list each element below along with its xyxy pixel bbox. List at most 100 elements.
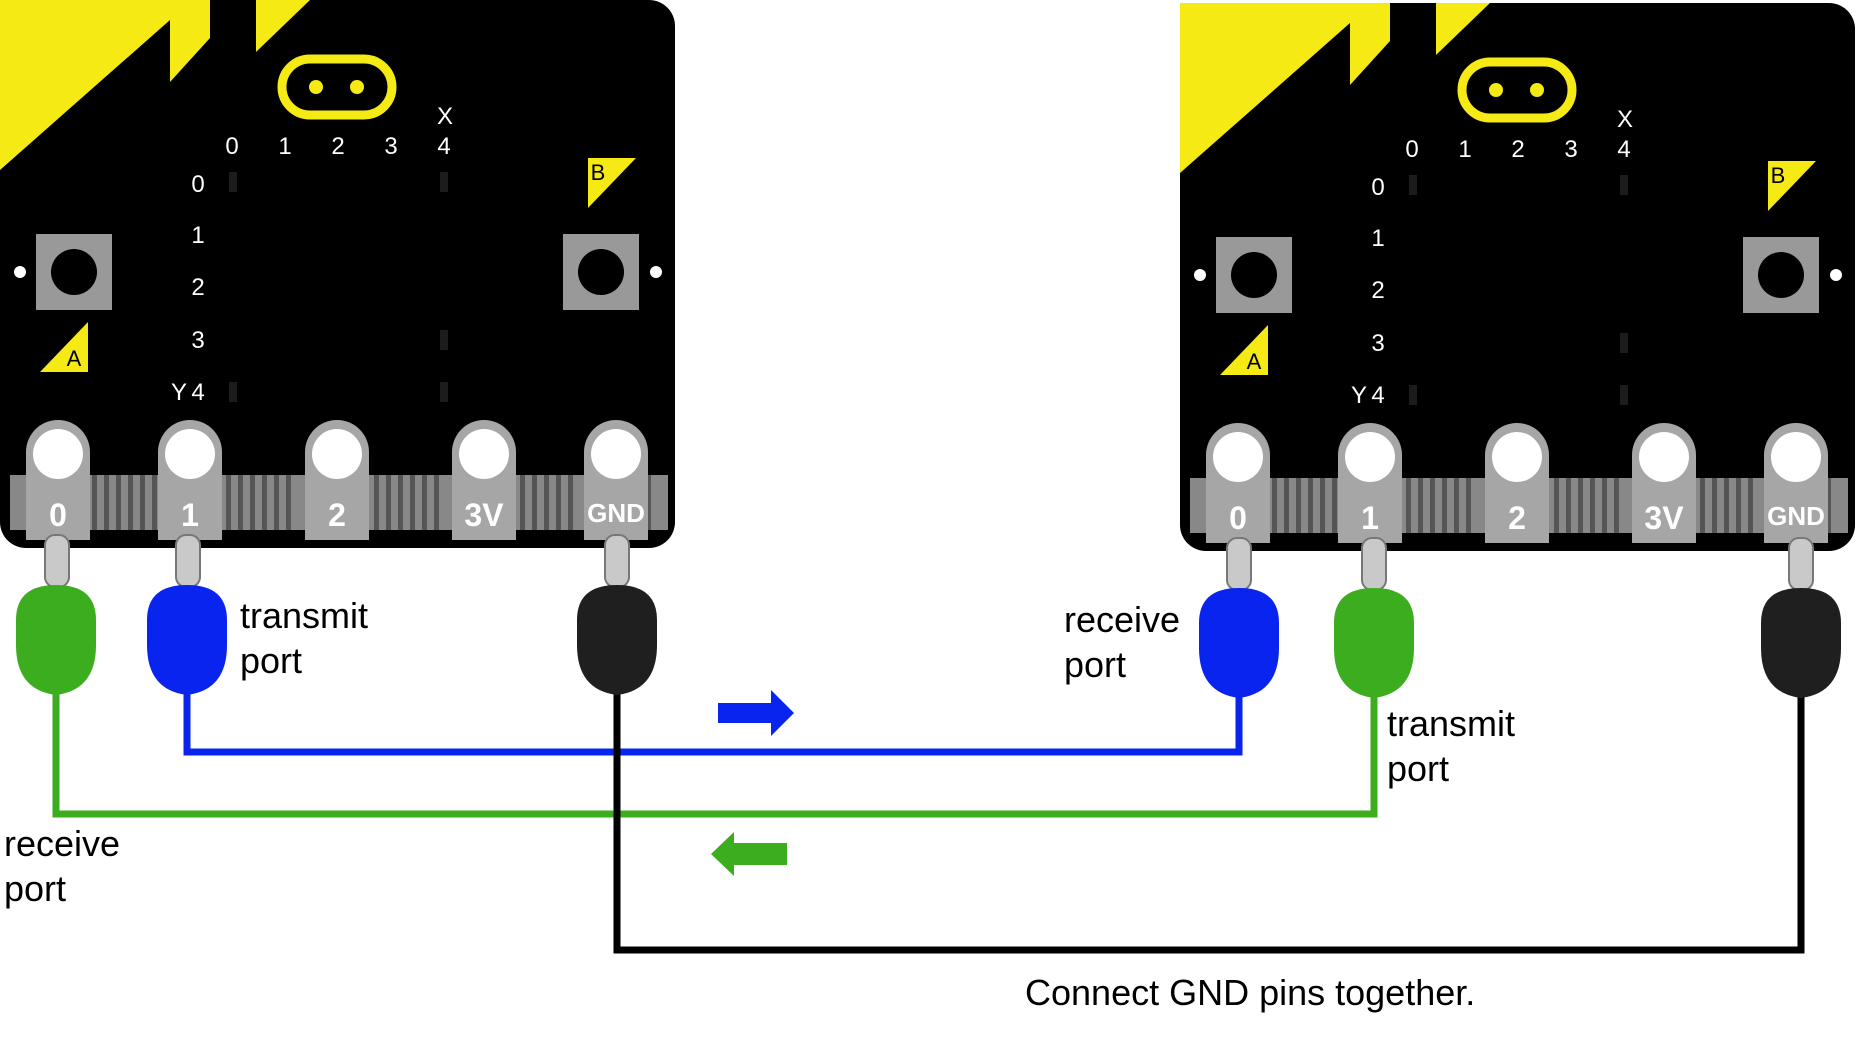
grid-axis-x: X xyxy=(437,103,453,130)
button-b-cap[interactable] xyxy=(1758,252,1804,298)
button-b-cap[interactable] xyxy=(578,249,624,295)
label-line: transmit xyxy=(240,595,368,636)
plug-right-pin1[interactable] xyxy=(1334,537,1414,698)
plug-stem xyxy=(604,534,630,588)
left-board: X 0 1 2 3 4 0 1 2 3 Y 4 A xyxy=(0,0,675,548)
led xyxy=(1620,175,1628,195)
grid-col-label: 3 xyxy=(384,133,397,160)
led xyxy=(1409,385,1417,405)
pin-hole xyxy=(33,429,83,479)
button-b-letter: B xyxy=(1771,163,1786,188)
button-a-letter: A xyxy=(67,346,82,371)
led xyxy=(440,382,448,402)
wire-black xyxy=(613,680,1805,954)
grid-col-label: 1 xyxy=(1458,136,1471,163)
plug-left-gnd[interactable] xyxy=(577,534,657,695)
grid-row-label: 1 xyxy=(191,222,204,249)
pin-holes xyxy=(1213,432,1821,482)
pin-label-1: 1 xyxy=(181,497,199,533)
label-left-transmit: transmit port xyxy=(240,595,378,681)
pin-label-1: 1 xyxy=(1361,500,1379,536)
grid-axis-y: Y xyxy=(171,379,187,406)
wires xyxy=(52,680,1805,954)
button-a-cap[interactable] xyxy=(51,249,97,295)
board-corner-stripe xyxy=(1180,3,1350,173)
gnd-note: Connect GND pins together. xyxy=(1025,972,1475,1013)
plug-stem xyxy=(44,534,70,588)
label-line: receive xyxy=(4,823,120,864)
grid-axis-y: Y xyxy=(1351,382,1367,409)
pin-label-2: 2 xyxy=(328,497,346,533)
grid-col-label: 1 xyxy=(278,133,291,160)
grid-col-label: 2 xyxy=(1511,136,1524,163)
grid-row-label: 4 xyxy=(191,379,204,406)
led xyxy=(1409,175,1417,195)
label-line: port xyxy=(1387,748,1449,789)
button-a[interactable]: A xyxy=(1194,237,1292,375)
label-left-receive: receive port xyxy=(4,823,130,909)
plug-right-pin0[interactable] xyxy=(1199,537,1279,698)
button-b-dot xyxy=(650,266,662,278)
button-b-dot xyxy=(1830,269,1842,281)
button-b-marker xyxy=(1768,161,1816,211)
led-marks xyxy=(229,172,448,402)
button-a-marker xyxy=(40,322,88,372)
pin-hole xyxy=(459,429,509,479)
button-a[interactable]: A xyxy=(14,234,112,372)
led-marks xyxy=(1409,175,1628,405)
arrow-right-icon xyxy=(718,690,794,736)
pin-holes xyxy=(33,429,641,479)
plug-body-green xyxy=(16,585,96,695)
plug-stem xyxy=(175,534,201,588)
label-line: port xyxy=(240,640,302,681)
plug-left-pin1[interactable] xyxy=(147,534,227,695)
pin-hole xyxy=(1639,432,1689,482)
grid-row-label: 3 xyxy=(191,327,204,354)
board-logo-dot xyxy=(309,80,323,94)
pin-label-3v: 3V xyxy=(464,497,504,533)
led xyxy=(229,172,237,192)
button-b[interactable]: B xyxy=(563,158,662,310)
pin-hole xyxy=(165,429,215,479)
plug-body-blue xyxy=(147,585,227,695)
grid-row-label: 0 xyxy=(1371,174,1384,201)
button-b[interactable]: B xyxy=(1743,161,1842,313)
led xyxy=(440,330,448,350)
led-grid-labels: X 0 1 2 3 4 0 1 2 3 Y 4 xyxy=(171,103,453,406)
label-line: port xyxy=(1064,644,1126,685)
plug-body-green xyxy=(1334,588,1414,698)
plug-body-black xyxy=(577,585,657,695)
grid-row-label: 2 xyxy=(191,274,204,301)
label-right-receive: receive port xyxy=(1064,599,1190,685)
button-b-marker xyxy=(588,158,636,208)
led xyxy=(1620,385,1628,405)
board-logo-dot xyxy=(1489,83,1503,97)
pin-hole xyxy=(1345,432,1395,482)
board-logo-dot xyxy=(1530,83,1544,97)
pin-label-0: 0 xyxy=(49,497,67,533)
edge-connector-ticks xyxy=(92,475,651,530)
board-corner-stripe xyxy=(0,0,170,170)
pin-hole xyxy=(312,429,362,479)
label-line: transmit xyxy=(1387,703,1515,744)
grid-col-label: 2 xyxy=(331,133,344,160)
plug-stem xyxy=(1361,537,1387,591)
button-b-letter: B xyxy=(591,160,606,185)
board-body xyxy=(0,0,675,548)
grid-row-label: 4 xyxy=(1371,382,1384,409)
wire-green xyxy=(52,680,1378,818)
grid-col-label: 4 xyxy=(437,133,450,160)
plug-left-pin0[interactable] xyxy=(16,534,96,695)
arrow-left-icon xyxy=(711,832,787,876)
label-line: receive xyxy=(1064,599,1180,640)
edge-connector-ticks xyxy=(1272,478,1831,533)
led xyxy=(440,172,448,192)
plug-body-black xyxy=(1761,588,1841,698)
wire-blue xyxy=(183,680,1243,756)
pin-hole xyxy=(591,429,641,479)
button-a-cap[interactable] xyxy=(1231,252,1277,298)
button-a-marker xyxy=(1220,325,1268,375)
board-body xyxy=(1180,3,1855,551)
grid-row-label: 3 xyxy=(1371,330,1384,357)
plug-right-gnd[interactable] xyxy=(1761,537,1841,698)
